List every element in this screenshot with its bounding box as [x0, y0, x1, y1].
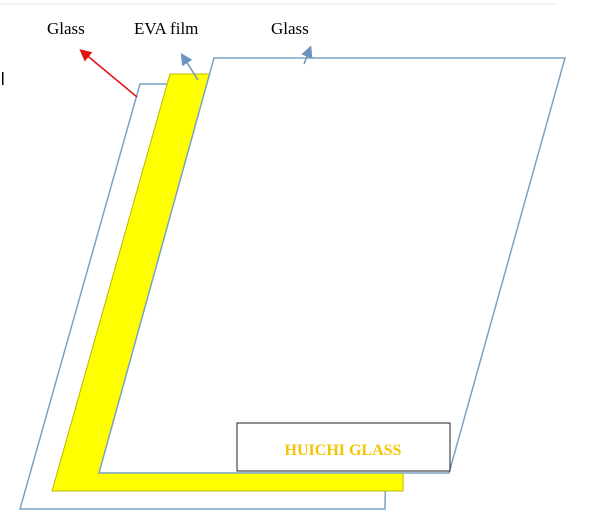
- back-glass-label: Glass: [47, 19, 85, 38]
- front-glass-arrow: [301, 45, 313, 65]
- front-glass-pane: [98, 57, 566, 474]
- eva-film-arrow: [180, 52, 199, 81]
- text-cursor: [2, 72, 4, 85]
- eva-film-label: EVA film: [134, 19, 198, 38]
- brand-box: [236, 422, 451, 472]
- brand-text: HUICHI GLASS: [285, 442, 402, 459]
- back-glass-arrow: [79, 49, 138, 98]
- front-glass-label: Glass: [271, 19, 309, 38]
